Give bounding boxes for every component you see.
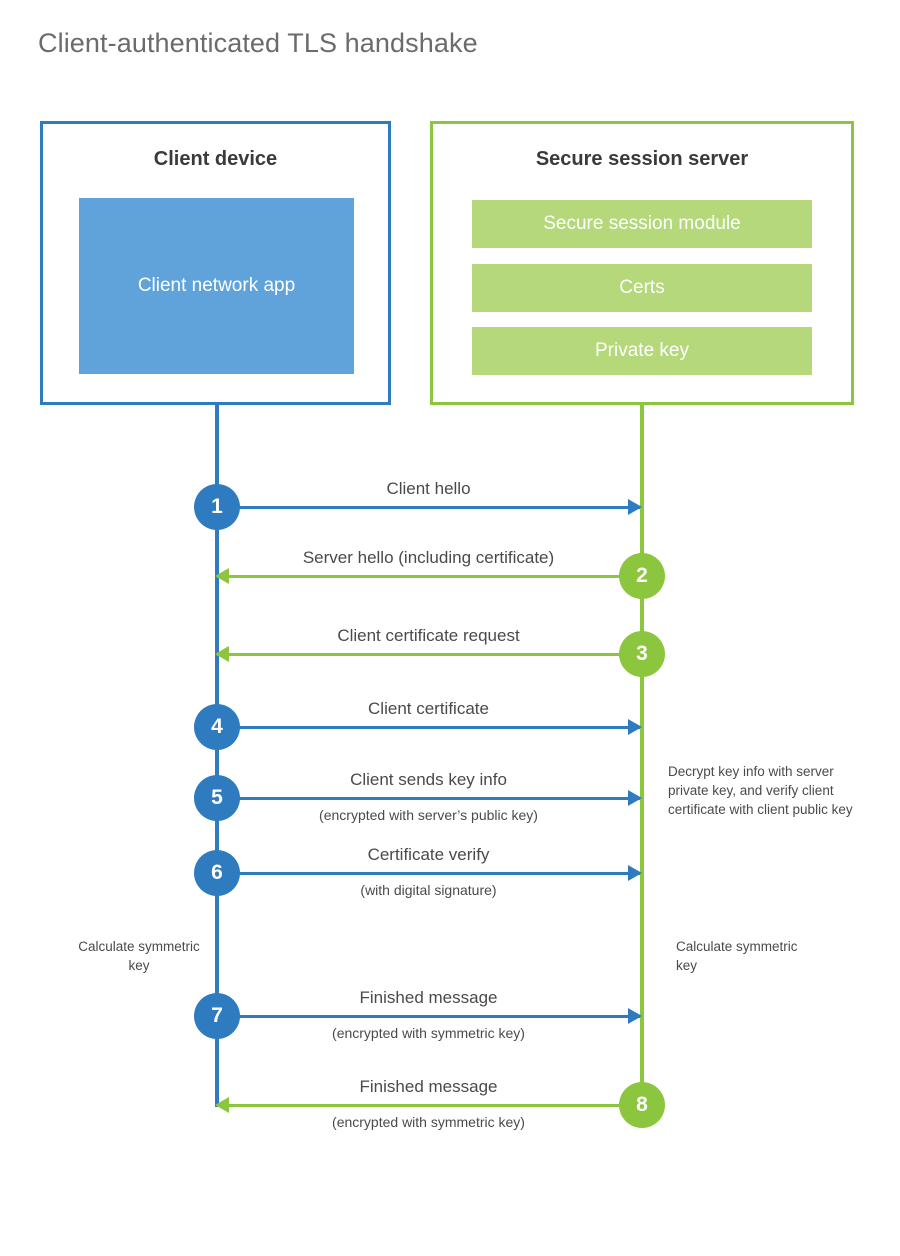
message-label: Server hello (including certificate) (302, 548, 555, 567)
server-component-bar: Private key (472, 327, 812, 375)
message-label: Client hello (386, 479, 471, 498)
arrow-head-right-icon (628, 790, 642, 806)
arrow-shaft (217, 797, 640, 800)
arrow-head-right-icon (628, 865, 642, 881)
step-marker: 7 (194, 993, 240, 1039)
server-calculate-symmetric-key-note: Calculate symmetric key (676, 939, 798, 974)
arrow-shaft (217, 506, 640, 509)
secure-session-server-box: Secure session server Secure session mod… (430, 121, 854, 405)
message-sublabel: (with digital signature) (360, 882, 497, 898)
arrow-shaft (217, 726, 640, 729)
server-lifeline (640, 405, 644, 1107)
step-marker: 4 (194, 704, 240, 750)
message-label: Certificate verify (367, 845, 490, 864)
step-marker: 2 (619, 553, 665, 599)
message-label: Finished message (359, 988, 498, 1007)
message-label: Client certificate request (337, 626, 520, 645)
arrow-head-left-icon (215, 646, 229, 662)
arrow-head-right-icon (628, 1008, 642, 1024)
message-label: Client sends key info (350, 770, 507, 789)
arrow-shaft (217, 575, 640, 578)
arrow-head-right-icon (628, 719, 642, 735)
arrow-shaft (217, 653, 640, 656)
client-device-box: Client device Client network app (40, 121, 391, 405)
message-sublabel: (encrypted with symmetric key) (332, 1025, 525, 1041)
step-marker: 5 (194, 775, 240, 821)
client-network-app-block: Client network app (79, 198, 354, 374)
server-component-bar: Secure session module (472, 200, 812, 248)
step-marker: 3 (619, 631, 665, 677)
message-label: Client certificate (368, 699, 489, 718)
arrow-head-right-icon (628, 499, 642, 515)
step-marker: 6 (194, 850, 240, 896)
arrow-head-left-icon (215, 1097, 229, 1113)
step-marker: 8 (619, 1082, 665, 1128)
client-calculate-symmetric-key-note: Calculate symmetric key (78, 939, 200, 974)
message-label: Finished message (359, 1077, 498, 1096)
message-sublabel: (encrypted with symmetric key) (332, 1114, 525, 1130)
message-sublabel: (encrypted with server’s public key) (319, 807, 538, 823)
arrow-shaft (217, 872, 640, 875)
server-decrypt-note: Decrypt key info with server private key… (668, 764, 853, 818)
page-title: Client-authenticated TLS handshake (38, 28, 478, 58)
client-device-title: Client device (153, 148, 278, 170)
client-lifeline (215, 405, 219, 1107)
arrow-shaft (217, 1015, 640, 1018)
server-component-bar: Certs (472, 264, 812, 312)
arrow-shaft (217, 1104, 640, 1107)
secure-session-server-title: Secure session server (535, 148, 749, 170)
arrow-head-left-icon (215, 568, 229, 584)
step-marker: 1 (194, 484, 240, 530)
